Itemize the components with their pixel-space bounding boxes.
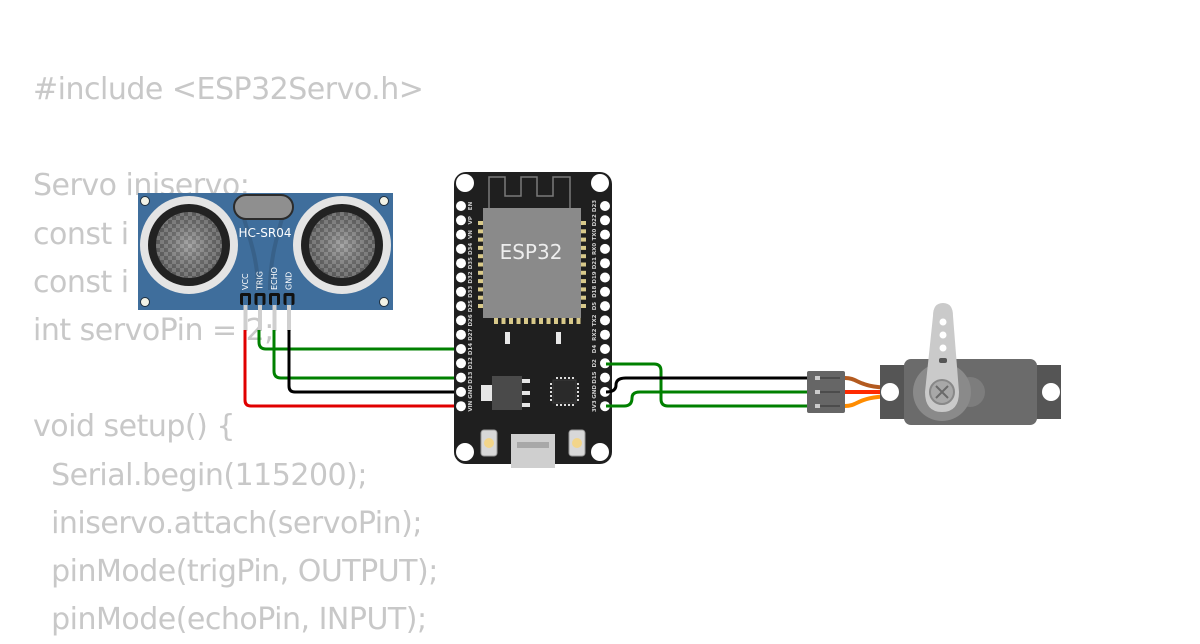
esp32-pin-d13[interactable]: D13 <box>456 371 474 384</box>
esp32-pin-d19[interactable]: D19 <box>592 271 610 284</box>
esp32-pin-d12[interactable]: D12 <box>456 357 474 369</box>
esp32-pin-d22[interactable]: D22 <box>592 214 610 226</box>
esp32-pin-d33[interactable]: D33 <box>456 286 474 298</box>
sensor-pin-echo[interactable]: ECHO <box>269 267 280 331</box>
esp32-pin-label: D27 <box>468 328 474 340</box>
sensor-label: HC-SR04 <box>239 226 292 240</box>
esp32-pin-rx0[interactable]: RX0 <box>592 243 610 255</box>
esp32-pin-label: D14 <box>468 343 474 355</box>
esp32-pin-rx2[interactable]: RX2 <box>592 328 610 341</box>
esp32-pin-label: D32 <box>468 271 474 283</box>
circuit-diagram: HC-SR04 VCC TRIG ECHO GND ESP32 <box>138 172 1061 468</box>
sensor-pin-label: VCC <box>241 273 250 290</box>
esp32-pin-label: D22 <box>592 214 598 226</box>
transducer-left <box>140 196 238 294</box>
echo-wire[interactable] <box>272 330 460 380</box>
esp32-pin-tx2[interactable]: TX2 <box>592 314 610 326</box>
sensor-pin-vcc[interactable]: VCC <box>240 273 251 331</box>
esp32-pin-d27[interactable]: D27 <box>456 328 474 341</box>
esp32-pin-label: D34 <box>468 243 474 255</box>
esp32-pin-d14[interactable]: D14 <box>456 343 474 355</box>
esp32-pin-label: D26 <box>468 314 474 326</box>
servo-signal-wire[interactable] <box>606 362 810 408</box>
boot-button[interactable] <box>480 429 498 457</box>
esp32-pin-label: D25 <box>468 300 474 312</box>
esp32-pin-label: D18 <box>592 286 598 298</box>
esp32-pin-label: TX0 <box>592 229 598 241</box>
crystal-oscillator <box>233 194 294 220</box>
servo-motor[interactable] <box>807 303 1061 425</box>
esp32-pin-label: D35 <box>468 257 474 269</box>
esp32-pin-vin[interactable]: VIN <box>456 400 474 412</box>
esp32-pin-label: D15 <box>592 371 598 383</box>
esp32-pin-d25[interactable]: D25 <box>456 300 474 312</box>
esp32-pin-d35[interactable]: D35 <box>456 257 474 269</box>
reset-button[interactable] <box>568 429 586 457</box>
esp32-label: ESP32 <box>500 240 563 264</box>
sensor-vcc-wire[interactable] <box>243 330 460 408</box>
esp32-pin-label: GND <box>592 385 598 399</box>
code-line: const i <box>33 264 129 300</box>
esp32-pin-vn[interactable]: VN <box>456 229 474 240</box>
hc-sr04-sensor[interactable]: HC-SR04 VCC TRIG ECHO GND <box>138 193 393 331</box>
trig-wire[interactable] <box>257 330 460 351</box>
esp32-pin-d23[interactable]: D23 <box>592 200 610 212</box>
code-line: pinMode(trigPin, OUTPUT); <box>33 553 438 589</box>
esp32-pin-label: D5 <box>592 302 598 311</box>
code-editor-background: #include <ESP32Servo.h>Servo iniservo;co… <box>33 66 438 644</box>
esp32-pin-label: EN <box>468 201 474 210</box>
code-line: void setup() { <box>33 409 235 445</box>
esp32-pin-d26[interactable]: D26 <box>456 314 474 327</box>
esp32-pin-d15[interactable]: D15 <box>592 371 610 384</box>
transducer-right <box>293 196 391 294</box>
voltage-regulator <box>481 376 530 410</box>
esp32-pin-en[interactable]: EN <box>456 201 474 211</box>
esp32-pin-d32[interactable]: D32 <box>456 271 474 284</box>
esp32-pin-label: D12 <box>468 357 474 369</box>
esp32-pin-d2[interactable]: D2 <box>592 358 610 369</box>
esp32-pin-d18[interactable]: D18 <box>592 286 610 298</box>
esp32-pin-gnd[interactable]: GND <box>592 385 610 399</box>
code-line: const i <box>33 216 129 252</box>
esp32-pin-label: TX2 <box>592 314 598 326</box>
esp32-pin-label: D23 <box>592 200 598 212</box>
esp32-pin-label: D21 <box>592 257 598 269</box>
esp32-pin-d4[interactable]: D4 <box>592 344 610 354</box>
code-line: #include <ESP32Servo.h> <box>33 72 424 107</box>
esp32-pin-label: RX0 <box>592 243 598 255</box>
antenna-trace <box>488 176 571 208</box>
usb-port <box>511 434 555 468</box>
esp32-pin-label: RX2 <box>592 328 598 340</box>
servo-vcc-wire[interactable] <box>606 390 810 408</box>
esp32-pin-label: VN <box>468 230 474 239</box>
sensor-pin-trig[interactable]: TRIG <box>254 271 266 331</box>
code-line: Serial.begin(115200); <box>33 457 367 493</box>
esp32-pin-label: D2 <box>592 359 598 368</box>
esp32-module <box>483 208 581 318</box>
esp32-pin-vp[interactable]: VP <box>456 215 474 226</box>
esp32-pin-d34[interactable]: D34 <box>456 243 474 255</box>
sensor-gnd-wire[interactable] <box>287 330 460 394</box>
esp32-pin-label: 3V3 <box>592 400 598 412</box>
sensor-pin-label: TRIG <box>256 271 265 291</box>
esp32-pin-label: D4 <box>592 345 598 354</box>
esp32-pin-d5[interactable]: D5 <box>592 301 610 312</box>
sensor-pin-label: GND <box>285 272 294 290</box>
esp32-pin-label: D19 <box>592 271 598 283</box>
servo-gnd-wire[interactable] <box>605 376 810 394</box>
esp32-pin-label: VP <box>468 216 474 224</box>
esp32-pin-gnd[interactable]: GND <box>456 385 474 399</box>
esp32-pin-3v3[interactable]: 3V3 <box>592 400 610 412</box>
code-line: iniservo.attach(servoPin); <box>33 505 422 541</box>
esp32-pin-label: D13 <box>468 371 474 383</box>
usb-chip <box>550 377 579 406</box>
esp32-pin-tx0[interactable]: TX0 <box>592 229 610 241</box>
esp32-pin-d21[interactable]: D21 <box>592 257 610 269</box>
esp32-pin-label: GND <box>468 385 474 399</box>
esp32-pin-label: VIN <box>468 400 474 411</box>
sensor-pin-label: ECHO <box>270 267 279 290</box>
esp32-pin-label: D33 <box>468 286 474 298</box>
sensor-pin-gnd[interactable]: GND <box>283 272 295 331</box>
